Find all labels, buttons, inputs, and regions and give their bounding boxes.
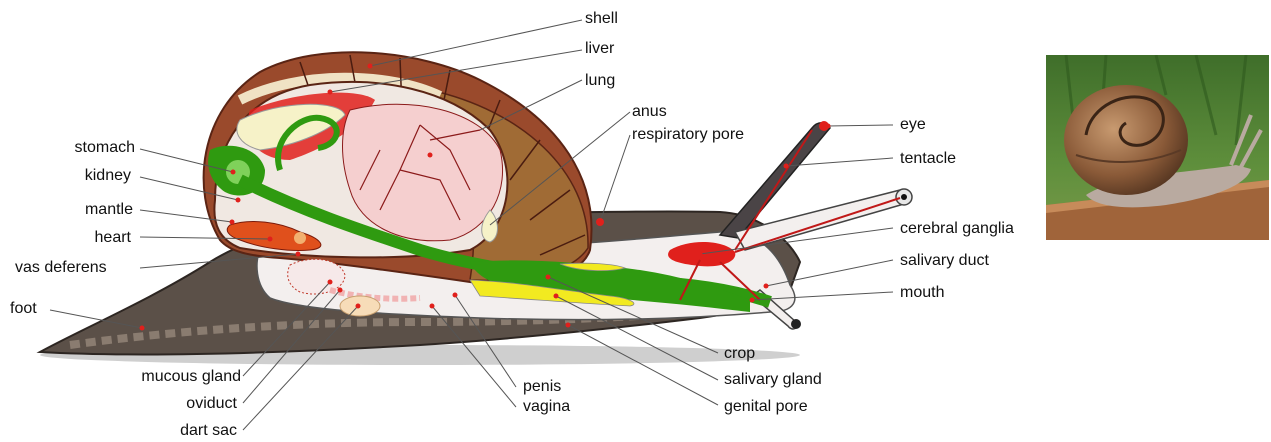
- label-oviduct: oviduct: [100, 395, 237, 413]
- label-stomach: stomach: [20, 139, 135, 157]
- snail-photo: [1046, 55, 1269, 240]
- label-salivary-duct: salivary duct: [900, 252, 989, 270]
- label-cerebral-ganglia: cerebral ganglia: [900, 220, 1014, 238]
- label-anus: anus: [632, 103, 667, 121]
- label-liver: liver: [585, 40, 614, 58]
- mouth-tip: [791, 319, 801, 329]
- label-tentacle: tentacle: [900, 150, 956, 168]
- label-heart: heart: [20, 229, 131, 247]
- label-penis: penis: [523, 378, 561, 396]
- label-eye: eye: [900, 116, 926, 134]
- label-mouth: mouth: [900, 284, 944, 302]
- heart-chamber: [294, 232, 306, 244]
- label-dart-sac: dart sac: [100, 422, 237, 440]
- label-kidney: kidney: [20, 167, 131, 185]
- label-mucous-gland: mucous gland: [100, 368, 241, 386]
- label-salivary-gland: salivary gland: [724, 371, 822, 389]
- label-foot: foot: [10, 300, 37, 318]
- label-lung: lung: [585, 72, 615, 90]
- label-genital-pore: genital pore: [724, 398, 808, 416]
- lower-tentacle-eye: [901, 194, 907, 200]
- label-mantle: mantle: [20, 201, 133, 219]
- label-shell: shell: [585, 10, 618, 28]
- label-crop: crop: [724, 345, 755, 363]
- label-vagina: vagina: [523, 398, 570, 416]
- label-vas-deferens: vas deferens: [15, 259, 107, 277]
- label-respiratory-pore: respiratory pore: [632, 126, 744, 144]
